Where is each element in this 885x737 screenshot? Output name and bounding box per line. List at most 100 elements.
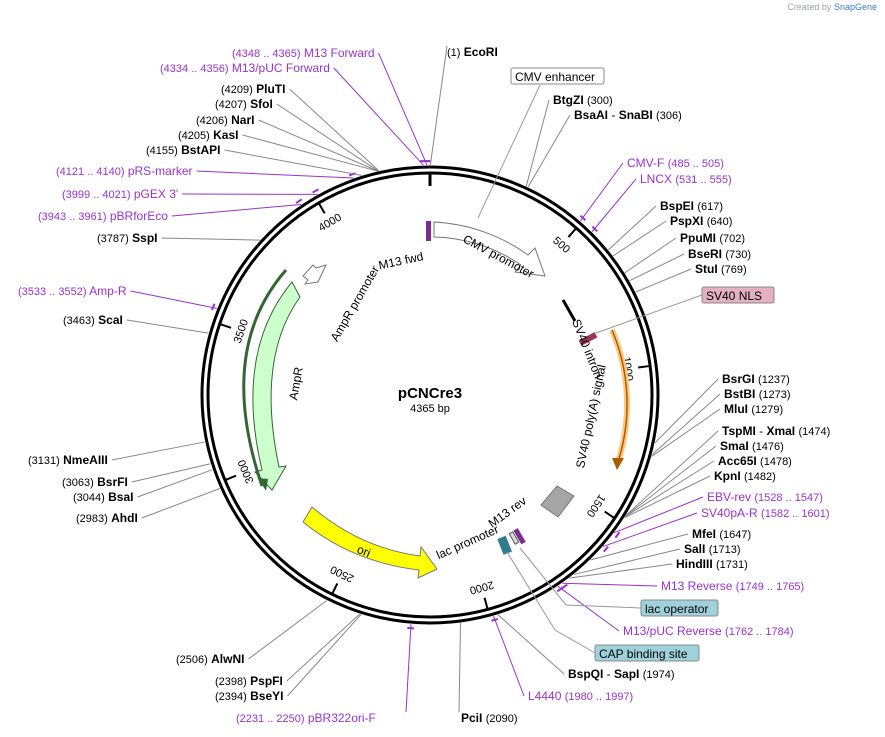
site-m13-puc-forward: (4334 .. 4356) M13/pUC Forward — [160, 61, 330, 75]
site-m13-puc-reverse: M13/pUC Reverse (1762 .. 1784) — [623, 624, 794, 638]
site-btgzi: BtgZI (300) — [553, 93, 613, 107]
site-pspfi: (2398) PspFI — [215, 674, 283, 688]
site-bstapi: (4155) BstAPI — [146, 143, 220, 157]
sv40-polya-block — [540, 485, 575, 518]
tick-label-1500: 1500 — [584, 492, 608, 519]
site-label-m13-forward: (4348 .. 4365) M13 Forward — [232, 46, 375, 60]
site-label-lncx: LNCX (531 .. 555) — [640, 172, 732, 186]
leader-bspqi — [497, 614, 565, 675]
ampr-arrow — [252, 281, 301, 491]
label-layer: (1) EcoRI BtgZI (300)BsaAI - SnaBI (306) C… — [18, 45, 830, 725]
leader-smai — [625, 445, 717, 517]
leader-bsaai — [527, 114, 571, 188]
ampr-promoter-label: AmpR promoter — [328, 263, 382, 343]
site-bspqi: BspQI - SapI (1974) — [568, 667, 675, 681]
tick-mark-500 — [567, 228, 577, 238]
leader-bspei — [608, 205, 657, 251]
site-label-alwni: (2506) AlwNI — [176, 652, 244, 666]
site-m13-forward: (4348 .. 4365) M13 Forward — [232, 46, 375, 60]
leader-bstbi — [651, 393, 721, 455]
tick-label-2500: 2500 — [329, 563, 356, 585]
site-label-ahdi: (2983) AhdI — [76, 511, 138, 525]
leader-stui — [635, 268, 692, 293]
lac-promoter-marker — [497, 535, 513, 555]
primer-mark-amp-r — [211, 303, 216, 311]
site-bspei: BspEI (617) — [660, 199, 723, 213]
site-label-m13-puc-reverse: M13/pUC Reverse (1762 .. 1784) — [623, 624, 794, 638]
plasmid-length: 4365 bp — [410, 403, 450, 415]
site-bsrgi: BsrGI (1237) — [722, 372, 790, 386]
site-kasi: (4205) KasI — [178, 128, 239, 142]
m13-fwd-label: M13 fwd — [377, 249, 424, 272]
tick-label-2000: 2000 — [468, 578, 495, 596]
leader-lncx — [591, 178, 637, 233]
leader-amp-r — [130, 290, 218, 309]
site-label-kasi: (4205) KasI — [178, 128, 239, 142]
site-bseri: BseRI (730) — [688, 247, 751, 261]
site-smai: SmaI (1476) — [720, 439, 784, 453]
leader-m13-puc-forward — [333, 67, 424, 166]
site-label-btgzi: BtgZI (300) — [553, 93, 613, 107]
tick-mark-4000 — [318, 203, 326, 214]
lac-operator-box: lac operator — [519, 547, 719, 617]
leader-bseri — [629, 253, 685, 282]
leader-bsrfi — [131, 463, 211, 483]
site-mlui: MluI (1279) — [724, 402, 783, 416]
sv40-intron-arrowhead — [612, 458, 624, 470]
site-label-bspqi: BspQI - SapI (1974) — [568, 667, 675, 681]
leader-sspi — [161, 237, 260, 241]
leader-m13-puc-reverse — [557, 585, 620, 632]
leader-alwni — [248, 600, 328, 660]
site-label-pluti: (4209) PluTI — [221, 82, 285, 96]
leader-kpni — [624, 475, 711, 519]
ampr-outer-head — [258, 478, 268, 491]
site-label-pspxi: PspXI (640) — [670, 214, 732, 228]
site-pluti: (4209) PluTI — [221, 82, 285, 96]
site-label-bsaai: BsaAI - SnaBI (306) — [574, 108, 682, 122]
site-label-bseri: BseRI (730) — [688, 247, 751, 261]
site-mfei: MfeI (1647) — [692, 527, 751, 541]
backbone-outer — [200, 165, 660, 625]
site-lncx: LNCX (531 .. 555) — [640, 172, 732, 186]
site-label-ppumi: PpuMI (702) — [680, 231, 745, 245]
site-hindiii: HindIII (1731) — [676, 557, 748, 571]
ampr-label: AmpR — [286, 366, 306, 402]
cap-binding-box: CAP binding site — [506, 551, 700, 662]
site-label-cmv-f: CMV-F (485 .. 505) — [627, 156, 724, 170]
site-nmeaiii: (3131) NmeAIII — [28, 453, 108, 467]
site-ppumi: PpuMI (702) — [680, 231, 745, 245]
leader-ahdi — [141, 488, 221, 519]
leader-hindiii — [569, 563, 673, 579]
site-label-pgex-3-: (3999 .. 4021) pGEX 3' — [62, 187, 178, 201]
sv40-nls-marker — [578, 332, 598, 346]
site-nari: (4206) NarI — [196, 113, 254, 127]
site-pcii: PciI (2090) — [461, 711, 518, 725]
site-label-kpni: KpnI (1482) — [714, 469, 776, 483]
sv40-nls-label: SV40 NLS — [706, 289, 762, 303]
site-prs-marker: (4121 .. 4140) pRS-marker — [56, 164, 193, 178]
site-label-ecori: (1) EcoRI — [447, 45, 498, 59]
site-alwni: (2506) AlwNI — [176, 652, 244, 666]
cmv-enhancer-box: CMV enhancer — [477, 67, 605, 219]
tick-mark-3500 — [220, 323, 232, 329]
cmv-enhancer-label: CMV enhancer — [515, 70, 595, 84]
snapgene-brand: SnapGene — [833, 2, 877, 12]
ori-arrow — [302, 506, 438, 579]
leader-sali — [573, 548, 681, 575]
leader-bsai — [137, 469, 213, 498]
cap-binding-label: CAP binding site — [599, 647, 688, 661]
site-label-hindiii: HindIII (1731) — [676, 557, 748, 571]
tick-mark-2500 — [331, 583, 339, 594]
site-label-pspfi: (2398) PspFI — [215, 674, 283, 688]
site-label-pbrforeco: (3943 .. 3961) pBRforEco — [38, 209, 168, 223]
site-label-smai: SmaI (1476) — [720, 439, 784, 453]
site-sali: SalI (1713) — [684, 542, 741, 556]
primer-mark-sv40pa-r — [603, 545, 609, 553]
leader-nmeaiii — [111, 441, 205, 461]
site-label-stui: StuI (769) — [695, 262, 747, 276]
site-label-m13-puc-forward: (4334 .. 4356) M13/pUC Forward — [160, 61, 330, 75]
site-m13-reverse: M13 Reverse (1749 .. 1765) — [661, 579, 804, 593]
site-label-bsai: (3044) BsaI — [73, 490, 134, 504]
tick-mark-3000 — [225, 474, 237, 481]
